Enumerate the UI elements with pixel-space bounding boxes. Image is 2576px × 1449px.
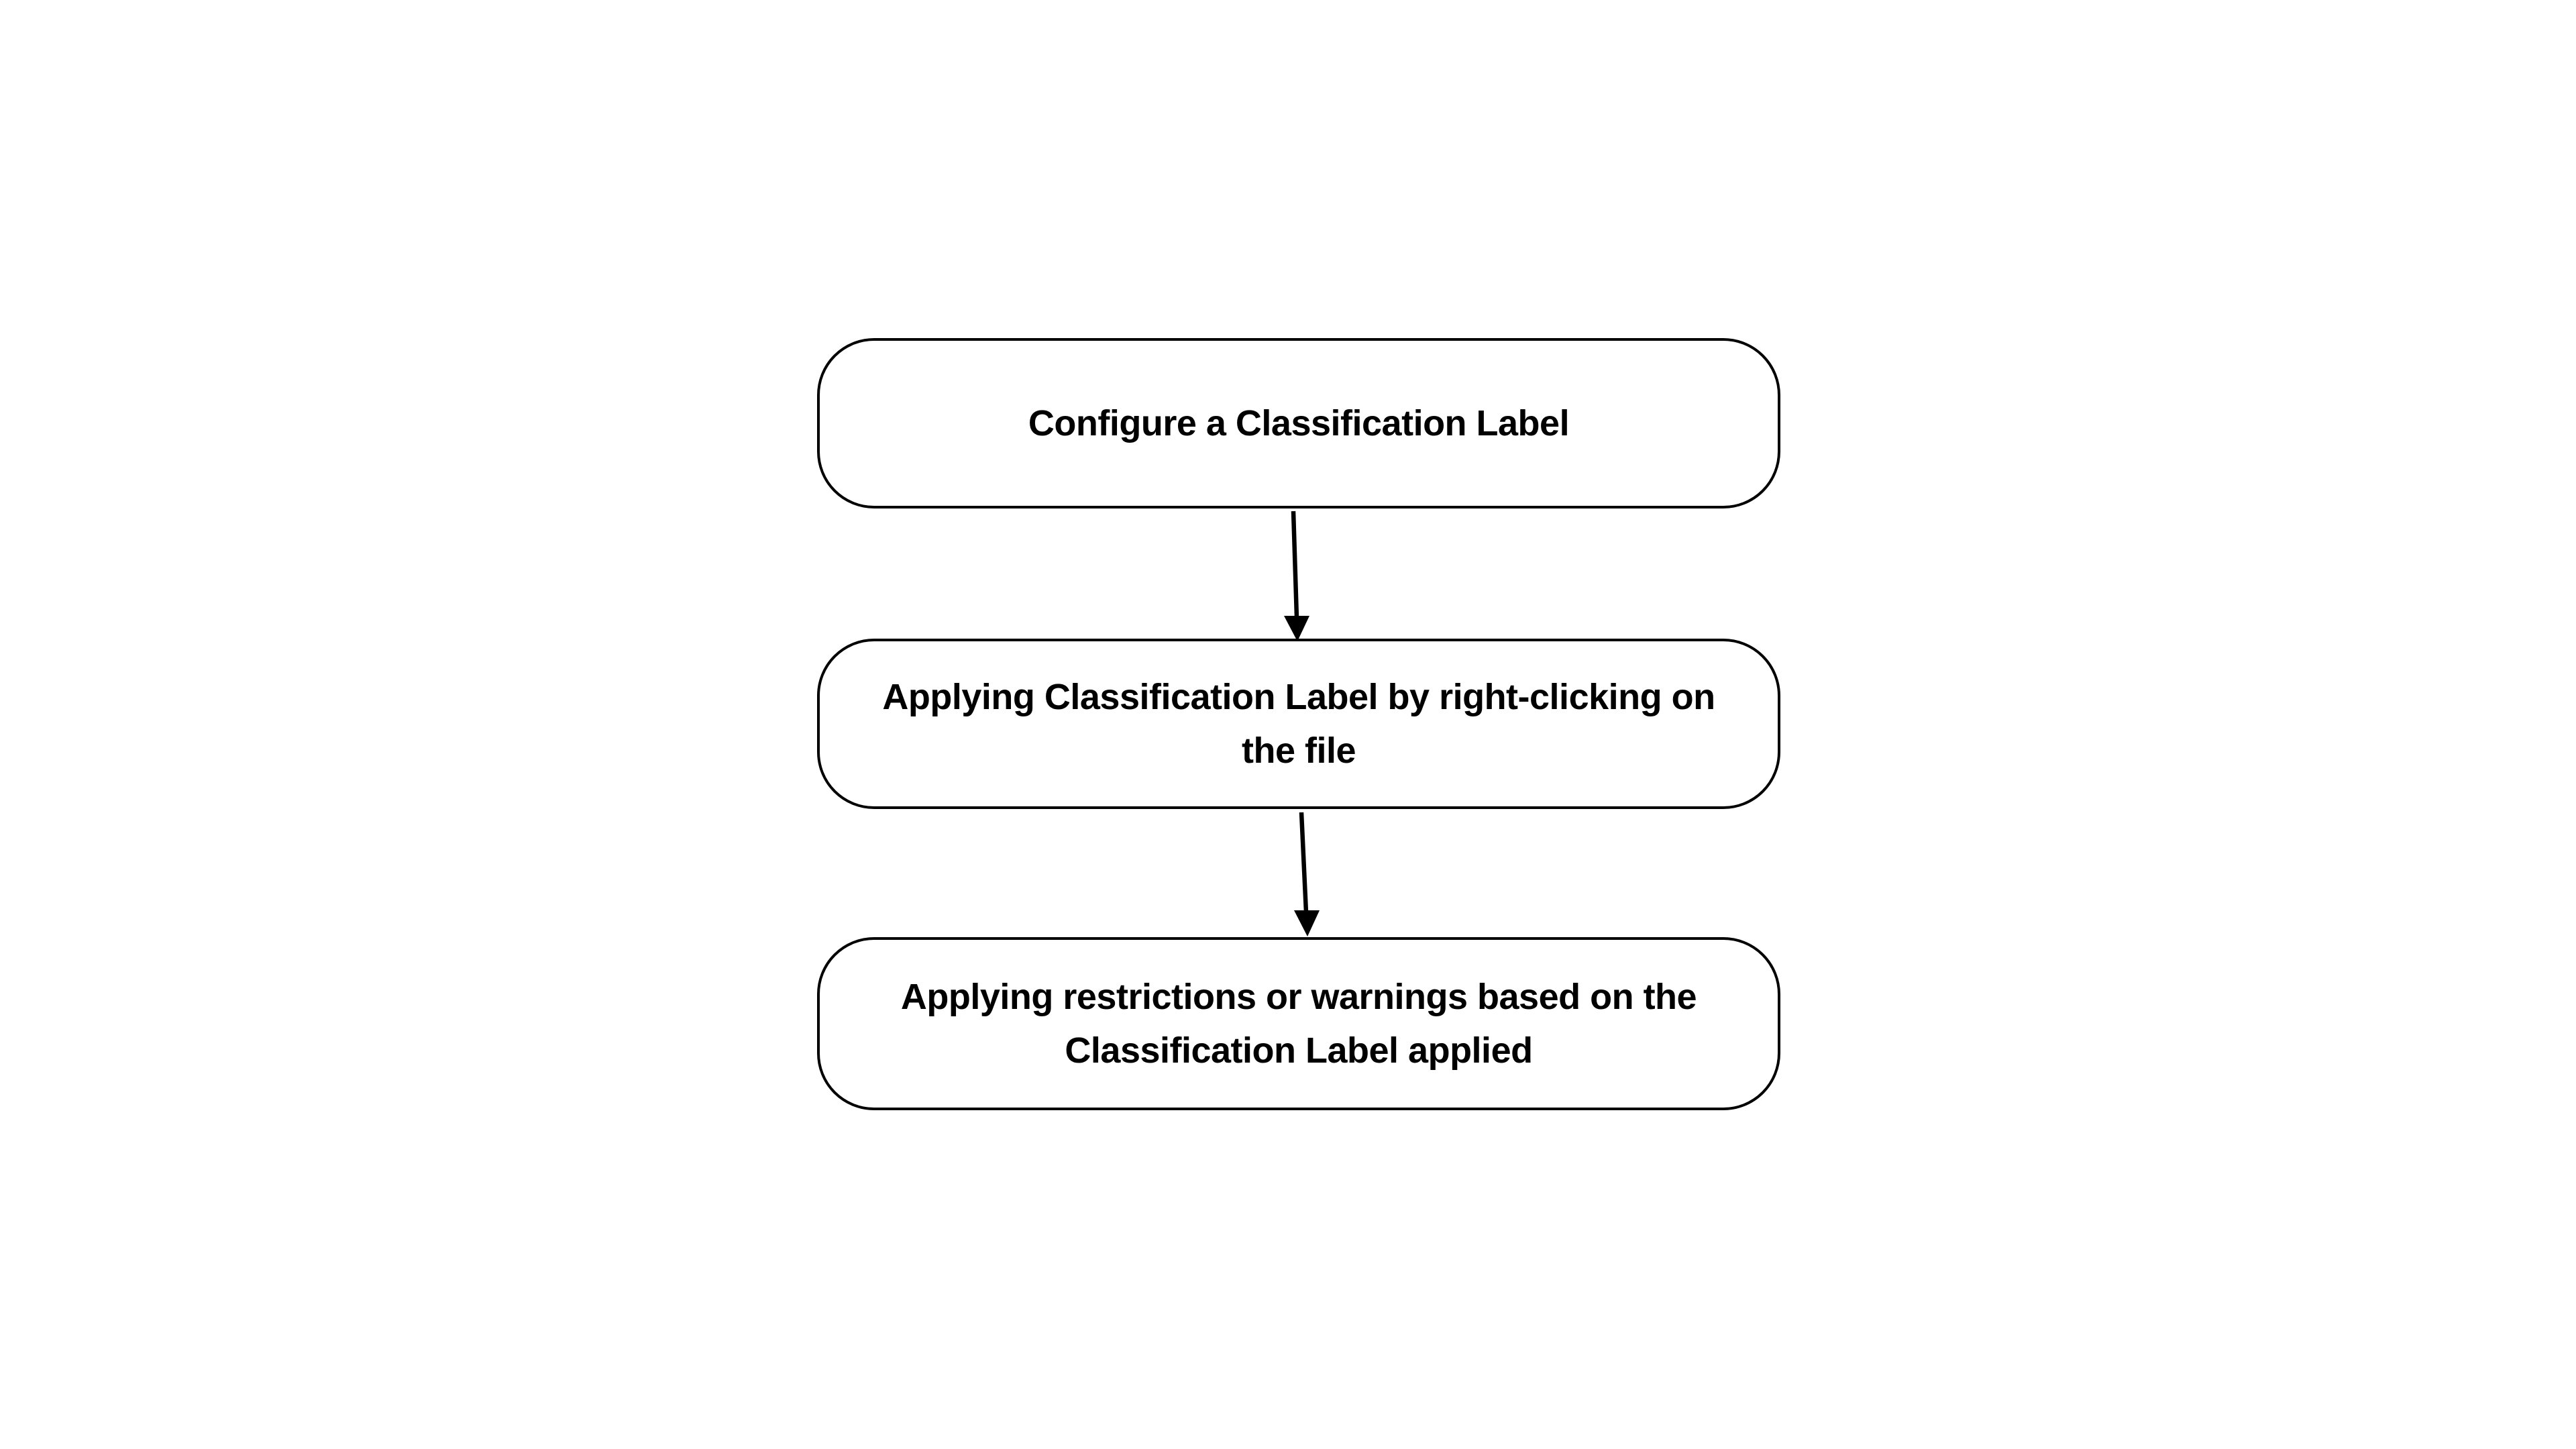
flowchart-node-apply-restrictions-warnings: Applying restrictions or warnings based …: [817, 937, 1780, 1110]
node-label-line: Classification Label applied: [1065, 1030, 1533, 1071]
edge-arrow-configure-to-apply: [1284, 511, 1309, 641]
node-label-line: Applying Classification Label by right-c…: [882, 677, 1715, 717]
node-label-line: Applying restrictions or warnings based …: [900, 977, 1697, 1017]
flowchart-node-configure-classification-label: Configure a Classification Label: [817, 338, 1780, 508]
flowchart-node-apply-classification-label: Applying Classification Label by right-c…: [817, 639, 1780, 809]
node-label-line: the file: [1241, 731, 1356, 771]
node-label-line: Configure a Classification Label: [1028, 403, 1570, 443]
edge-arrow-apply-to-restrictions: [1294, 812, 1320, 936]
